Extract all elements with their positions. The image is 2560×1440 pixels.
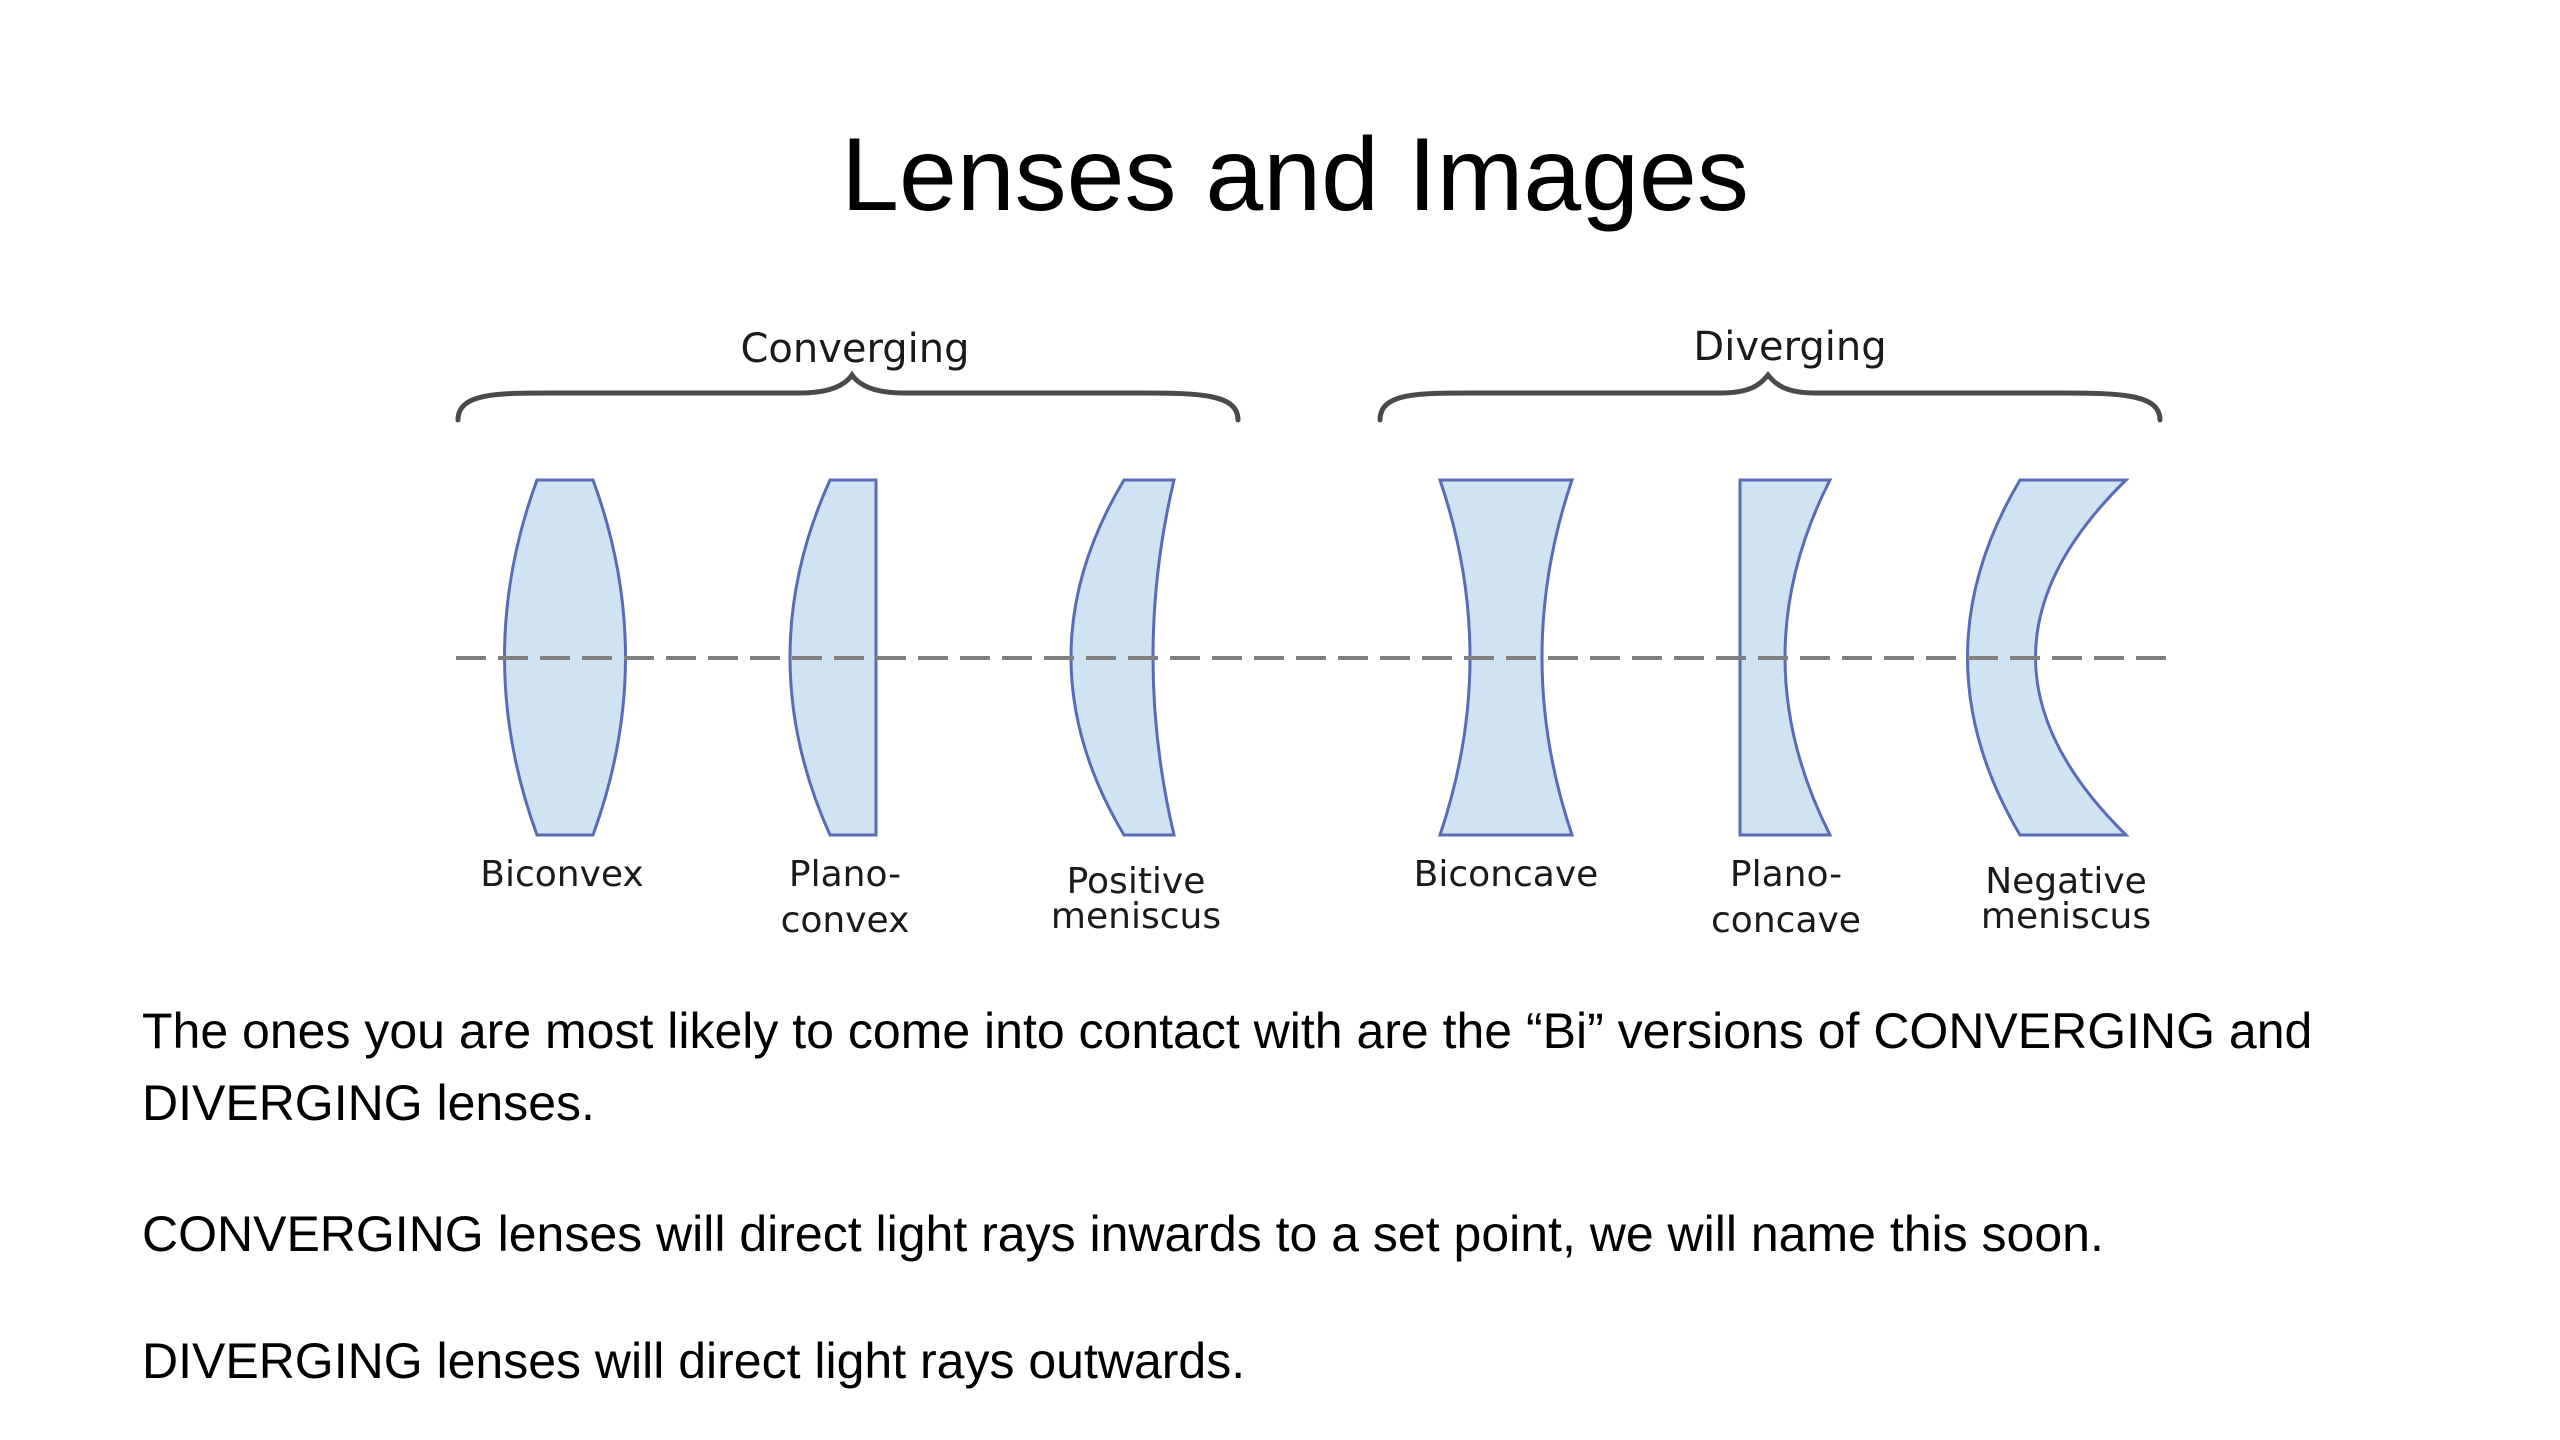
positive-meniscus-lens [1069, 478, 1176, 837]
diverging-brace [1377, 370, 2163, 423]
lens-label-plano-convex-1: Plano- [789, 854, 901, 895]
converging-label: Converging [740, 326, 969, 372]
body-paragraph-diverging: DIVERGING lenses will direct light rays … [142, 1333, 1246, 1389]
body-paragraph-bi-versions: The ones you are most likely to come int… [142, 1003, 2313, 1131]
negative-meniscus-lens [1966, 478, 2130, 837]
lens-label-biconcave: Biconcave [1414, 854, 1599, 895]
diverging-label: Diverging [1693, 324, 1886, 370]
lens-label-biconvex: Biconvex [480, 854, 643, 895]
lens-label-negative-meniscus-1: Negative [1985, 861, 2147, 902]
lens-label-plano-convex-2: convex [781, 900, 910, 941]
lens-label-positive-meniscus-2: meniscus [1051, 896, 1221, 937]
lens-label-positive-meniscus-1: Positive [1067, 861, 1206, 902]
plano-convex-lens [788, 478, 878, 837]
lens-label-negative-meniscus-2: meniscus [1981, 896, 2151, 937]
lens-label-plano-concave-2: concave [1711, 900, 1861, 941]
lens-label-plano-concave-1: Plano- [1730, 854, 1842, 895]
body-paragraph-converging: CONVERGING lenses will direct light rays… [142, 1206, 2104, 1262]
slide-title: Lenses and Images [841, 117, 1749, 233]
converging-brace [455, 370, 1241, 423]
